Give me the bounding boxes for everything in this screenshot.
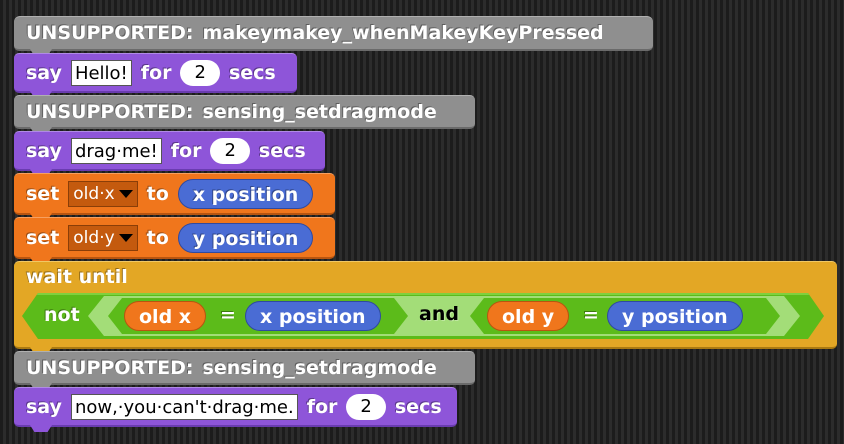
block-tab [30,213,52,220]
secs-label: secs [228,61,276,84]
for-label: for [140,61,172,84]
dropdown-arrow-icon [118,233,133,242]
set-label: set [26,226,60,249]
y-position-reporter[interactable]: y position [607,301,743,331]
secs-label: secs [394,395,442,418]
message-input[interactable]: drag·me! [70,137,162,164]
block-tab [30,347,52,354]
block-tab [30,91,52,98]
dropdown-arrow-icon [118,189,133,198]
variable-name: old·y [73,227,115,248]
for-label: for [170,139,202,162]
opcode-label: sensing_setdragmode [202,356,437,379]
unsupported-block-setdragmode[interactable]: UNSUPPORTED: sensing_setdragmode [14,95,475,134]
variable-dropdown[interactable]: old·x [68,180,138,207]
say-for-secs-block[interactable]: say Hello! for 2 secs [14,53,297,98]
variable-name: old·x [73,183,115,204]
unsupported-label: UNSUPPORTED: [26,356,194,379]
variable-dropdown[interactable]: old·y [68,224,138,251]
set-label: set [26,182,60,205]
secs-input[interactable]: 2 [210,137,250,164]
not-label: not [44,304,80,326]
to-label: to [146,226,169,249]
block-tab [30,257,52,264]
say-label: say [26,61,62,84]
set-variable-block[interactable]: set old·x to x position [14,173,335,220]
say-label: say [26,139,62,162]
secs-label: secs [258,139,306,162]
block-tab [30,383,52,390]
block-tab [30,49,52,56]
block-tab [30,127,52,134]
y-position-reporter[interactable]: y position [177,222,314,253]
secs-input[interactable]: 2 [180,59,220,86]
unsupported-label: UNSUPPORTED: [26,22,194,44]
and-label: and [419,303,459,325]
old-y-variable-reporter[interactable]: old y [487,301,570,331]
block-tab [30,425,52,432]
message-input[interactable]: Hello! [70,59,132,86]
message-input[interactable]: now,·you·can't·drag·me. [70,393,298,420]
unsupported-block-makeymakey[interactable]: UNSUPPORTED: makeymakey_whenMakeyKeyPres… [14,16,653,56]
x-position-reporter[interactable]: x position [177,178,314,209]
block-tab [30,169,52,176]
unsupported-block-setdragmode[interactable]: UNSUPPORTED: sensing_setdragmode [14,351,475,390]
old-x-variable-reporter[interactable]: old x [124,301,207,331]
x-position-reporter[interactable]: x position [245,301,381,331]
to-label: to [146,182,169,205]
for-label: for [306,395,338,418]
wait-until-label: wait until [26,266,128,288]
say-for-secs-block[interactable]: say now,·you·can't·drag·me. for 2 secs [14,387,457,432]
say-label: say [26,395,62,418]
secs-input[interactable]: 2 [346,393,386,420]
opcode-label: sensing_setdragmode [202,100,437,123]
opcode-label: makeymakey_whenMakeyKeyPressed [202,22,604,44]
say-for-secs-block[interactable]: say drag·me! for 2 secs [14,131,325,176]
equals-label: = [220,304,236,326]
set-variable-block[interactable]: set old·y to y position [14,217,335,264]
unsupported-label: UNSUPPORTED: [26,100,194,123]
equals-label: = [583,304,599,326]
